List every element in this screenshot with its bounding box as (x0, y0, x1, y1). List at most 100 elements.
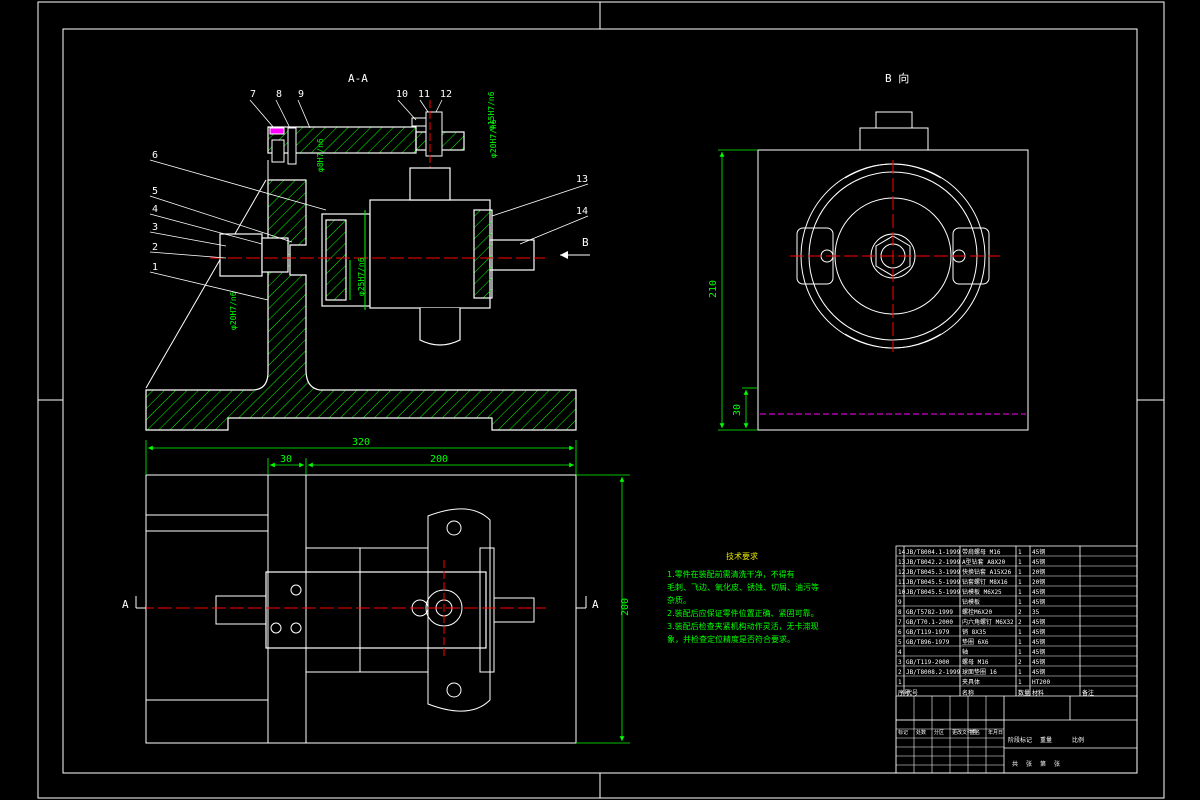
bom-cell: 20钢 (1032, 568, 1045, 576)
bom-cell: 1 (1018, 639, 1022, 646)
bom-cell: 带肩螺母 M16 (962, 548, 1001, 556)
svg-text:10: 10 (396, 89, 408, 100)
note-line: 毛刺、飞边、氧化皮、锈蚀、切屑、油污等 (667, 583, 819, 592)
title-label: 年月日 (988, 729, 1003, 736)
bom-cell: 1 (1018, 579, 1022, 586)
svg-text:14: 14 (576, 206, 588, 217)
section-label: A-A (348, 72, 368, 85)
drawing-frame (37, 1, 1165, 799)
bom-cell: 11 (898, 579, 906, 586)
bom-header-cell: 名称 (962, 689, 974, 697)
svg-text:6: 6 (152, 150, 158, 161)
bom-cell: 夹具体 (962, 678, 980, 686)
bom-cell: 14 (898, 549, 906, 556)
svg-text:1: 1 (152, 262, 158, 273)
shaft-assembly (219, 167, 535, 346)
bom-cell: 1 (1018, 599, 1022, 606)
sheet-label: 第 (1040, 760, 1046, 768)
bom-cell: 20钢 (1032, 578, 1045, 586)
fit-label-5: φ25H7/n6 (357, 257, 366, 296)
bom-cell: 45钢 (1032, 628, 1045, 636)
bom-cell: 45钢 (1032, 598, 1045, 606)
bom-cell: 5 (898, 639, 902, 646)
bom-cell: 9 (898, 599, 902, 606)
bom-cell: 45钢 (1032, 668, 1045, 676)
bom-cell: GB/T896-1979 (906, 639, 950, 646)
title-label: 签名 (970, 729, 980, 736)
bom-cell: 垫圈 6X6 (962, 638, 989, 646)
bom-cell: 螺栓M6X20 (962, 608, 992, 616)
bom-cell: 45钢 (1032, 658, 1045, 666)
bom-cell: 45钢 (1032, 618, 1045, 626)
fit-label-3: φ8H7/n6 (316, 138, 325, 172)
cut-a-right: A (592, 598, 599, 611)
dim-width-30: 30 (280, 454, 292, 465)
bom-cell: 6 (898, 629, 902, 636)
bom-cell: 钻模板 M6X25 (962, 588, 1002, 596)
svg-text:9: 9 (298, 89, 304, 100)
bom-cell: 8 (898, 609, 902, 616)
bom-cell: 1 (1018, 549, 1022, 556)
bom-cell: 7 (898, 619, 902, 626)
title-block (895, 545, 1138, 774)
bom-cell: 3 (898, 659, 902, 666)
bom-cell: 钻模板 (962, 598, 980, 606)
plan-view: 320 30 200 200 A A (122, 437, 631, 744)
bom-cell: 10 (898, 589, 906, 596)
bom-cell: JB/T8045.3-1999 (906, 569, 961, 576)
view-b-label: B 向 (885, 71, 909, 85)
svg-text:2: 2 (152, 242, 158, 253)
bom-cell: GB/T119-1979 (906, 629, 950, 636)
bom-cell: JB/T8042.2-1999 (906, 559, 961, 566)
bom-cell: 快换钻套 A15X26 (962, 568, 1012, 576)
title-grid: 标记处数分区更改文件号签名年月日阶段标记重量比例共张第张 (895, 696, 1084, 773)
dim-width-200: 200 (430, 454, 448, 465)
bom-cell: 1 (898, 679, 902, 686)
title-label: 分区 (934, 729, 944, 736)
svg-text:13: 13 (576, 174, 588, 185)
bom-cell: 4 (898, 649, 902, 656)
note-line: 2.装配后应保证零件位置正确、紧固可靠。 (667, 609, 819, 618)
dim-base-30: 30 (732, 404, 743, 416)
stage-label: 比例 (1072, 736, 1084, 744)
note-line: 1.零件在装配前需清洗干净，不得有 (667, 570, 795, 579)
bom-cell: JB/T8045.5-1999 (906, 589, 961, 596)
bom-header-cell: 材料 (1032, 689, 1044, 697)
bom-cell: 2 (1018, 659, 1022, 666)
fixture-body-section (145, 179, 577, 431)
bom-cell: 35 (1032, 609, 1040, 616)
bom-cell: 钻套螺钉 M8X16 (962, 578, 1008, 586)
title-label: 标记 (898, 729, 908, 736)
bom-cell: 球面垫圈 16 (962, 668, 997, 676)
svg-text:12: 12 (440, 89, 452, 100)
bom-cell: 2 (898, 669, 902, 676)
bom-cell: 13 (898, 559, 906, 566)
note-line: 杂质。 (667, 596, 691, 605)
svg-text:7: 7 (250, 89, 256, 100)
cut-a-left: A (122, 598, 129, 611)
bom-cell: HT200 (1032, 679, 1050, 686)
title-label: 处数 (916, 729, 926, 736)
bom-cell: 45钢 (1032, 638, 1045, 646)
title-label: 更改文件号 (952, 729, 977, 736)
bom-cell: GB/T119-2000 (906, 659, 950, 666)
notes-title: 技术要求 (726, 552, 758, 561)
bom-cell: 轴 (962, 648, 968, 656)
bom-cell: 45钢 (1032, 648, 1045, 656)
fit-label-1: φ15H7/n6 (487, 91, 496, 130)
svg-text:8: 8 (276, 89, 282, 100)
bom-cell: A型钻套 A8X20 (962, 558, 1006, 566)
bom-cell: 1 (1018, 629, 1022, 636)
bom-cell: 1 (1018, 649, 1022, 656)
rib-line (145, 179, 267, 389)
bom-cell: 1 (1018, 589, 1022, 596)
bom-cell: GB/T5782-1999 (906, 609, 953, 616)
fit-label-2: φ20H7/n6 (489, 119, 498, 158)
bom-cell: 45钢 (1032, 548, 1045, 556)
bom-cell: 2 (1018, 619, 1022, 626)
bom-header-cell: 序号 (898, 689, 910, 697)
arrow-b-label: B (582, 236, 589, 249)
bom-cell: JB/T8004.1-1999 (906, 549, 961, 556)
dim-depth-200: 200 (620, 598, 631, 616)
